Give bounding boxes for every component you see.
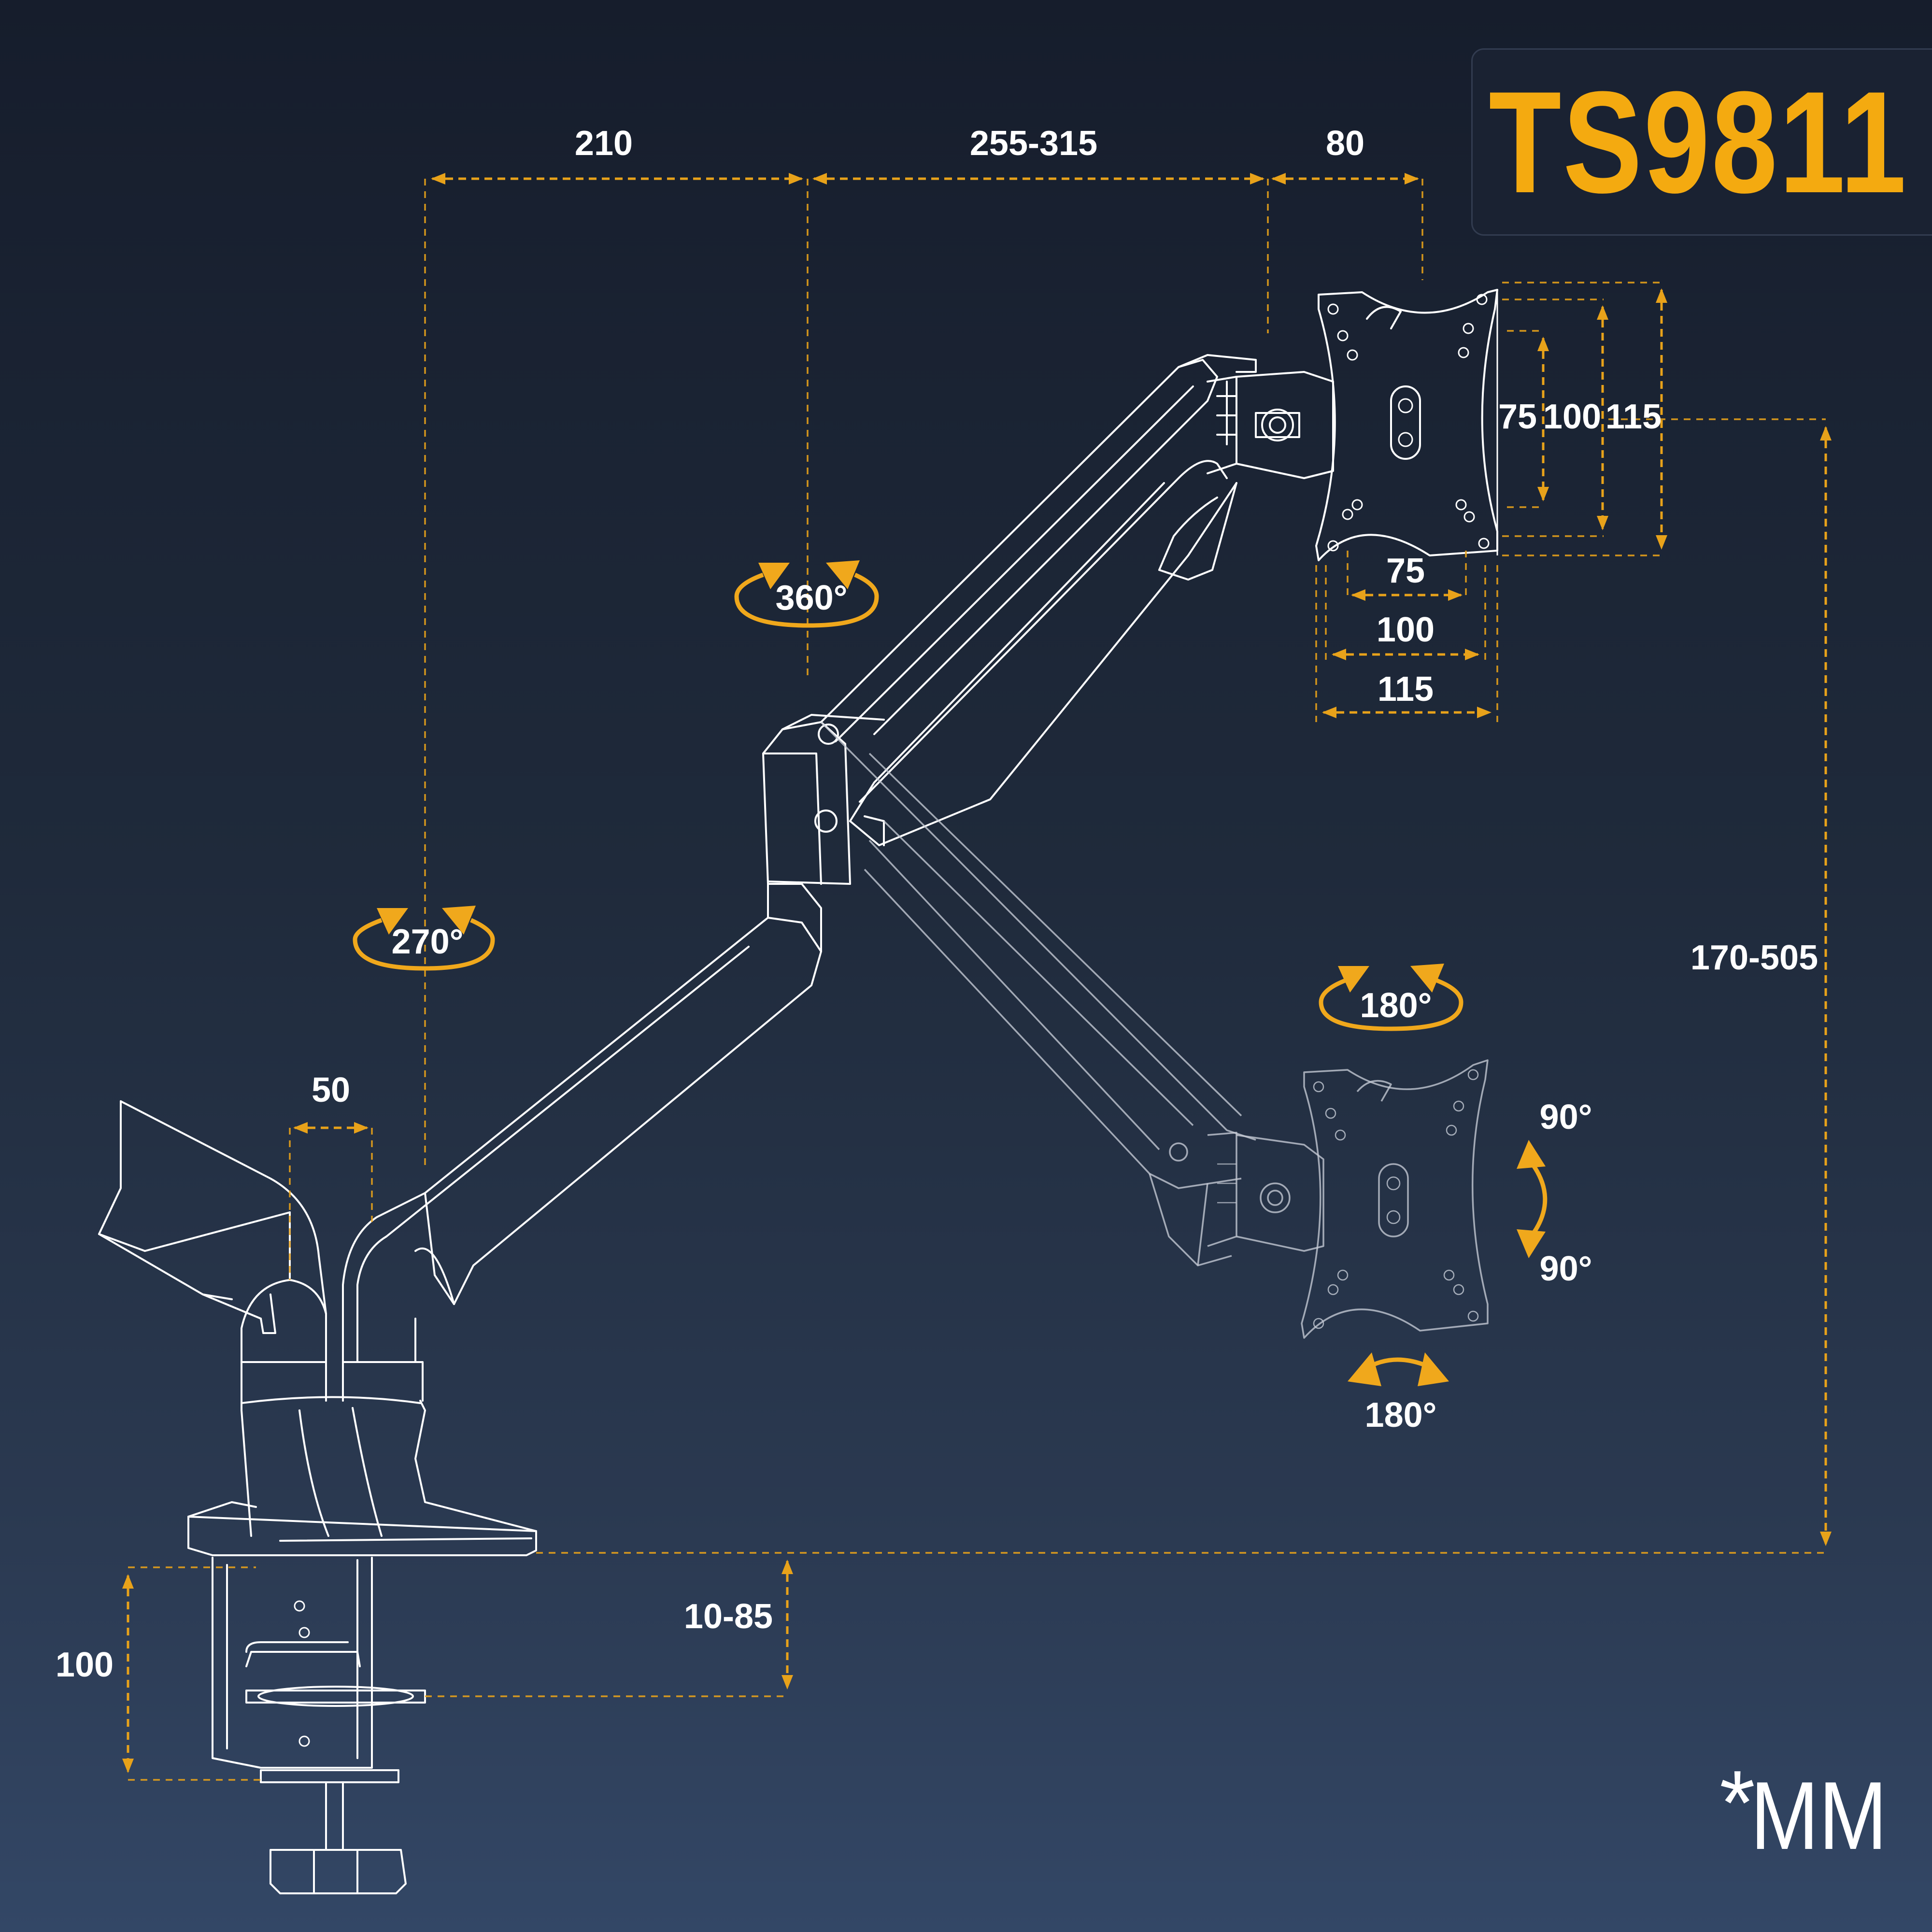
label-height-range: 170-505: [1690, 938, 1818, 977]
unit-note: *MM: [1719, 1757, 1922, 1893]
label-vesa-h-115: 115: [1378, 670, 1434, 709]
label-vesa-h-75: 75: [1386, 552, 1425, 590]
vesa-plate-top: [1315, 289, 1498, 561]
upper-arm-raised: [820, 354, 1334, 846]
clamp-base: [187, 1396, 537, 1894]
label-head-swivel-bottom: 180°: [1365, 1396, 1437, 1435]
label-desk-thickness: 10-85: [684, 1597, 773, 1636]
label-vesa-v-100: 100: [1543, 398, 1601, 436]
label-clamp-height: 100: [56, 1646, 114, 1684]
label-elbow-swivel: 360°: [776, 579, 848, 617]
label-vesa-v-115: 115: [1605, 398, 1662, 436]
label-head-swivel-top: 180°: [1360, 986, 1432, 1025]
rotation-labels: 270° 360° 180° 180° 90° 90°: [392, 579, 1592, 1435]
dimension-lines: [122, 173, 1832, 1781]
lower-arm: [385, 714, 885, 1305]
dimension-labels: 210 255-315 80 75 100 115 75 100 115 170…: [56, 124, 1818, 1684]
upper-arm-lowered: [820, 721, 1489, 1339]
label-vesa-v-75: 75: [1498, 398, 1537, 436]
base-posts: [98, 1100, 426, 1402]
model-name: TS9811: [1489, 61, 1908, 223]
label-head-offset: 80: [1326, 124, 1364, 163]
unit-note-unit: MM: [1750, 1762, 1888, 1870]
rotation-360-icon: [734, 560, 879, 628]
model-badge: TS9811: [1471, 48, 1932, 236]
label-arm-segment-1: 210: [575, 124, 633, 163]
label-vesa-h-100: 100: [1377, 611, 1435, 649]
rotation-180-top-icon: [1319, 964, 1463, 1031]
label-tilt-down: 90°: [1540, 1250, 1592, 1288]
rotation-180-bottom-icon: [1348, 1352, 1449, 1386]
label-post-spacing: 50: [312, 1071, 350, 1109]
label-base-swivel: 270°: [392, 923, 464, 961]
label-tilt-up: 90°: [1540, 1098, 1592, 1136]
tilt-icon: [1517, 1140, 1548, 1258]
label-arm-segment-2: 255-315: [970, 124, 1097, 163]
rotation-270-icon: [353, 906, 495, 971]
unit-note-star: *: [1719, 1752, 1755, 1854]
